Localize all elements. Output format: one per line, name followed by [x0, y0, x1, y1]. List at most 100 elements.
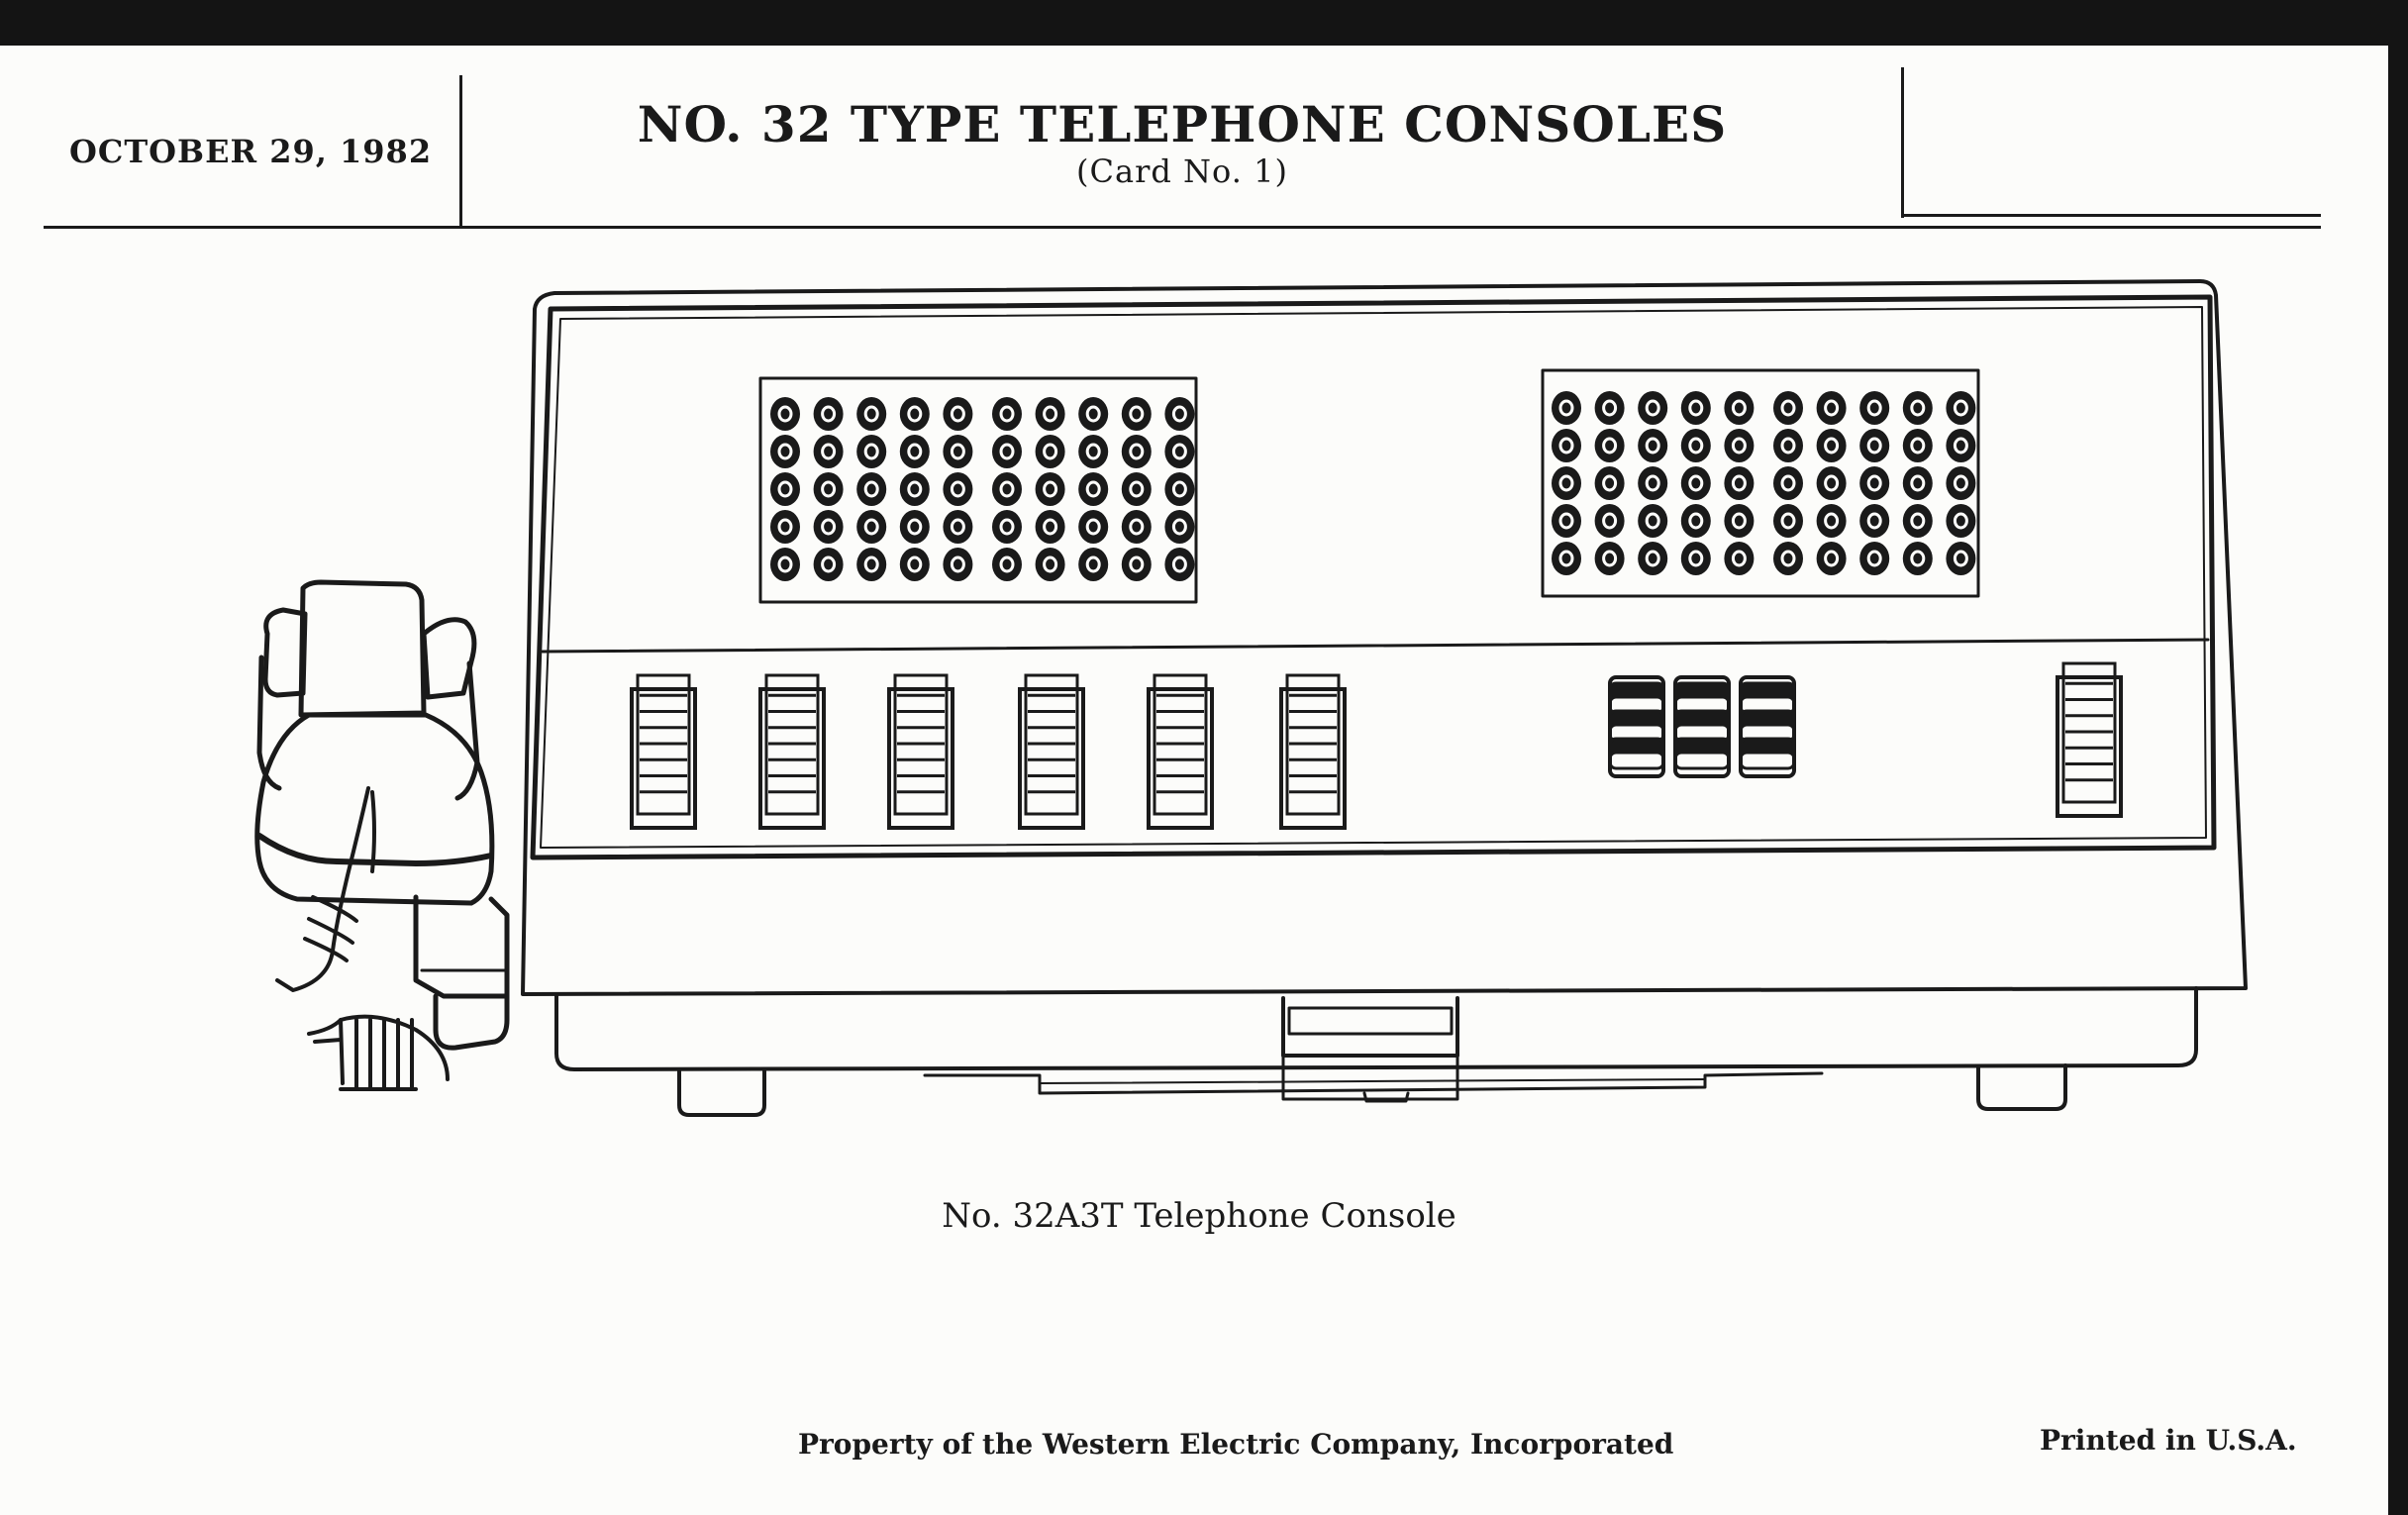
- lamp: [943, 397, 973, 431]
- lamp: [1035, 548, 1065, 581]
- lamp: [813, 548, 844, 581]
- key-strip: [758, 673, 826, 830]
- handset-cord: [275, 786, 450, 1091]
- panel-divider: [541, 638, 2210, 654]
- lamp: [899, 472, 930, 506]
- console-body: [521, 279, 2248, 996]
- lamp-panel-left: [758, 376, 1198, 604]
- key-strip: [887, 673, 954, 830]
- lamp: [1078, 510, 1109, 544]
- header-divider-right: [1901, 67, 1904, 218]
- lamp: [1724, 466, 1755, 500]
- lamp: [1035, 472, 1065, 506]
- lamp: [1594, 542, 1625, 575]
- lamp: [770, 435, 800, 468]
- lamp: [1773, 504, 1803, 538]
- lamp: [1078, 548, 1109, 581]
- key-strip: [1279, 673, 1347, 830]
- lamp: [813, 510, 844, 544]
- lamp: [1816, 429, 1847, 462]
- lamp: [1164, 397, 1195, 431]
- lamp: [1859, 542, 1890, 575]
- lamp: [992, 548, 1022, 581]
- lamp: [770, 510, 800, 544]
- lamp-panel-right: [1541, 368, 1980, 598]
- lamp: [1638, 504, 1668, 538]
- header-right-rule: [1901, 214, 2321, 217]
- lamp: [1816, 466, 1847, 500]
- short-key-strip: [1608, 675, 1665, 778]
- lamp: [856, 548, 887, 581]
- lamp: [1773, 429, 1803, 462]
- lamp: [1552, 504, 1581, 538]
- printed-notice: Printed in U.S.A.: [2040, 1424, 2297, 1457]
- lamp: [1902, 542, 1933, 575]
- lamp: [1859, 466, 1890, 500]
- lamp: [992, 435, 1022, 468]
- figure-caption-wrap: No. 32A3T Telephone Console: [0, 1196, 2408, 1236]
- lamp: [856, 435, 887, 468]
- lamp: [1724, 429, 1755, 462]
- lamp: [1773, 391, 1803, 425]
- lamp: [1121, 510, 1152, 544]
- lamp: [1638, 391, 1668, 425]
- lamp: [770, 548, 800, 581]
- lamp: [1552, 429, 1581, 462]
- lamp: [1724, 391, 1755, 425]
- lamp-grid-left: [770, 397, 1195, 581]
- foot-left: [677, 1069, 766, 1117]
- lamp: [1946, 542, 1976, 575]
- lamp: [1164, 472, 1195, 506]
- console-base: [554, 986, 2198, 1071]
- lamp: [770, 397, 800, 431]
- lamp: [813, 397, 844, 431]
- key-strip: [2056, 661, 2123, 818]
- card-subtitle: (Card No. 1): [1076, 152, 1288, 190]
- lamp: [1552, 391, 1581, 425]
- lamp: [1121, 548, 1152, 581]
- lamp: [1594, 429, 1625, 462]
- lamp: [943, 435, 973, 468]
- key-strip: [1147, 673, 1214, 830]
- foot-right: [1976, 1063, 2067, 1111]
- lamp: [943, 472, 973, 506]
- lamp: [1902, 429, 1933, 462]
- key-strip: [630, 673, 697, 830]
- lamp: [1035, 397, 1065, 431]
- property-notice: Property of the Western Electric Company…: [798, 1428, 1674, 1461]
- lamp: [813, 472, 844, 506]
- lamp: [1552, 466, 1581, 500]
- lamp: [1816, 391, 1847, 425]
- lamp: [1680, 429, 1711, 462]
- lamp: [1946, 391, 1976, 425]
- lamp: [1035, 510, 1065, 544]
- lamp: [1638, 542, 1668, 575]
- lamp: [1638, 429, 1668, 462]
- lamp: [1594, 391, 1625, 425]
- lamp: [1594, 466, 1625, 500]
- lamp: [1859, 391, 1890, 425]
- lamp: [856, 472, 887, 506]
- lamp: [1552, 542, 1581, 575]
- lamp: [1902, 466, 1933, 500]
- lamp: [1946, 504, 1976, 538]
- lamp: [1164, 548, 1195, 581]
- lamp: [1902, 391, 1933, 425]
- lamp: [1859, 429, 1890, 462]
- card-title: NO. 32 TYPE TELEPHONE CONSOLES: [637, 95, 1728, 153]
- lamp: [1035, 435, 1065, 468]
- lamp: [943, 510, 973, 544]
- key-strip: [1018, 673, 1085, 830]
- lamp: [770, 472, 800, 506]
- lamp: [899, 397, 930, 431]
- lamp: [992, 397, 1022, 431]
- lamp: [1164, 510, 1195, 544]
- lamp: [992, 510, 1022, 544]
- lamp: [1078, 397, 1109, 431]
- lamp: [1946, 429, 1976, 462]
- lamp: [1680, 504, 1711, 538]
- lamp: [899, 548, 930, 581]
- lamp: [1773, 542, 1803, 575]
- lamp: [1121, 472, 1152, 506]
